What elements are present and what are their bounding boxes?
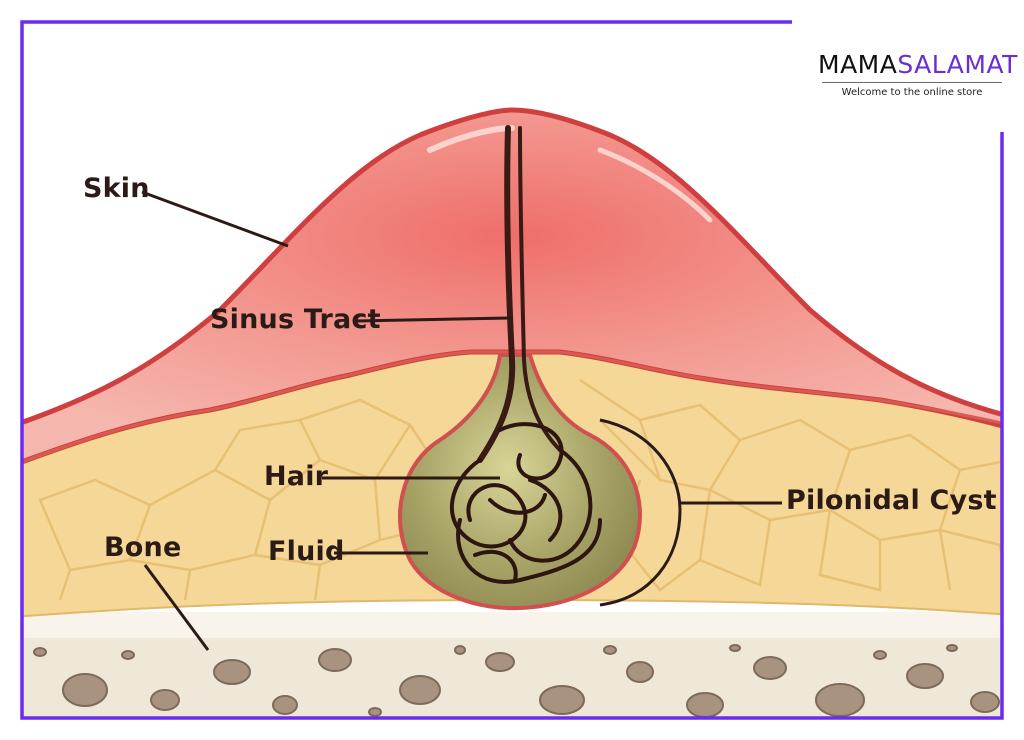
sinus-tract-label: Sinus Tract [210, 304, 381, 335]
skin-label: Skin [83, 173, 150, 204]
bone-leader-line [143, 564, 210, 651]
frame-border [20, 20, 1004, 720]
sinus-tract [477, 125, 516, 463]
hair-label: Hair [264, 461, 329, 492]
brand-name-part1: MAMA [818, 50, 898, 79]
brand-tagline: Welcome to the online store [841, 87, 983, 98]
skin-highlight-right [597, 147, 713, 223]
skin-lower-boundary [22, 350, 1002, 464]
sinus-tract-inner [518, 126, 562, 452]
bone-particles [33, 644, 1000, 718]
bone-top-band [22, 612, 1002, 638]
fluid-label: Fluid [268, 536, 345, 567]
brand-name: MAMASALAMAT [818, 50, 1017, 80]
pilonidal-cyst-label: Pilonidal Cyst [786, 485, 997, 516]
cyst-bracket [599, 418, 682, 607]
hair-tangle [450, 422, 602, 584]
brand-name-part2: SALAMAT [897, 50, 1018, 79]
brand-logo[interactable]: MAMASALAMAT Welcome to the online store [818, 50, 1017, 98]
sinus-tract-leader-line [355, 316, 513, 323]
skin-leader-line [141, 190, 289, 248]
brand-divider [822, 82, 1002, 83]
bone-label: Bone [104, 532, 182, 563]
